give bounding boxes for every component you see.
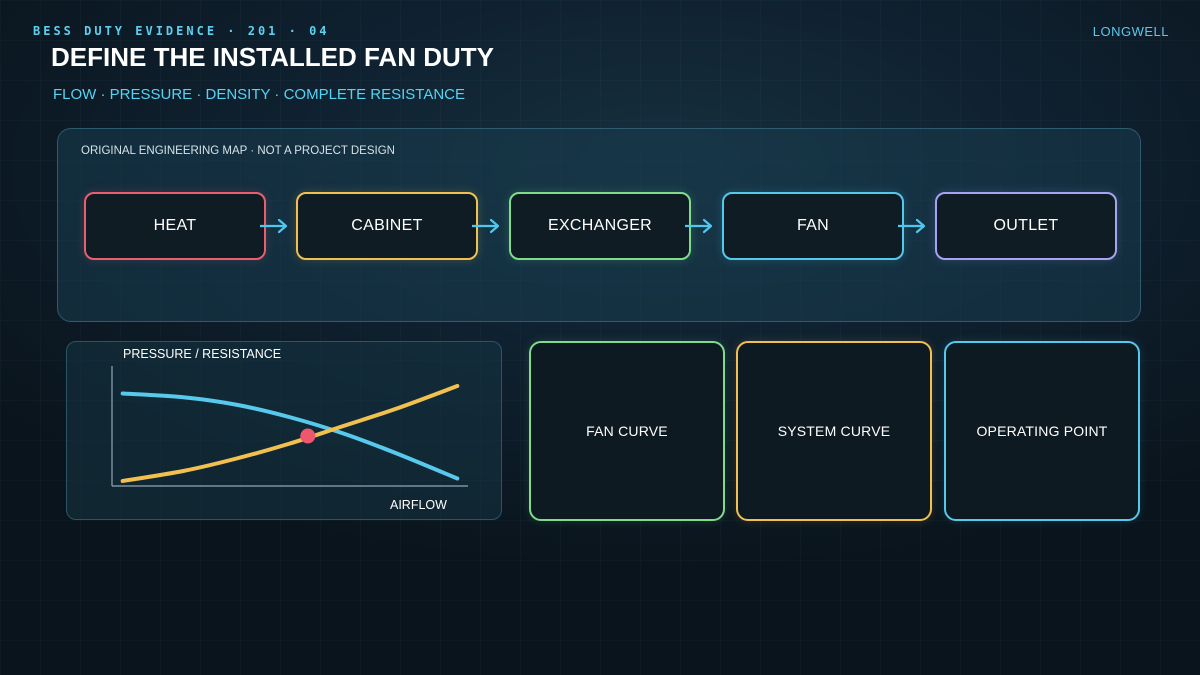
concept-card-operating-point: OPERATING POINT — [944, 341, 1140, 521]
brand-logo: LONGWELL — [1092, 24, 1169, 39]
operating-point-marker — [300, 428, 316, 444]
flow-arrow-icon — [898, 218, 926, 234]
flow-arrow-icon — [685, 218, 713, 234]
flow-step-exchanger: EXCHANGER — [509, 192, 691, 260]
page-title: DEFINE THE INSTALLED FAN DUTY — [51, 42, 494, 72]
flow-step-heat: HEAT — [84, 192, 266, 260]
concept-card-system-curve: SYSTEM CURVE — [736, 341, 932, 521]
flow-step-cabinet: CABINET — [296, 192, 478, 260]
concept-card-fan-curve: FAN CURVE — [529, 341, 725, 521]
fan-curve-line — [120, 391, 460, 481]
flow-step-fan: FAN — [722, 192, 904, 260]
chart-x-axis-label: AIRFLOW — [390, 498, 447, 512]
map-note: ORIGINAL ENGINEERING MAP · NOT A PROJECT… — [81, 145, 395, 157]
system-curve-line — [120, 384, 460, 483]
fan-chart-panel — [66, 341, 502, 520]
page-subtitle: FLOW · PRESSURE · DENSITY · COMPLETE RES… — [53, 86, 466, 103]
chart-y-axis-label: PRESSURE / RESISTANCE — [123, 347, 282, 361]
section-kicker: BESS DUTY EVIDENCE · 201 · 04 — [33, 24, 330, 38]
flow-arrow-icon — [472, 218, 500, 234]
fan-system-chart — [111, 366, 468, 487]
flow-arrow-icon — [260, 218, 288, 234]
flow-step-outlet: OUTLET — [935, 192, 1117, 260]
